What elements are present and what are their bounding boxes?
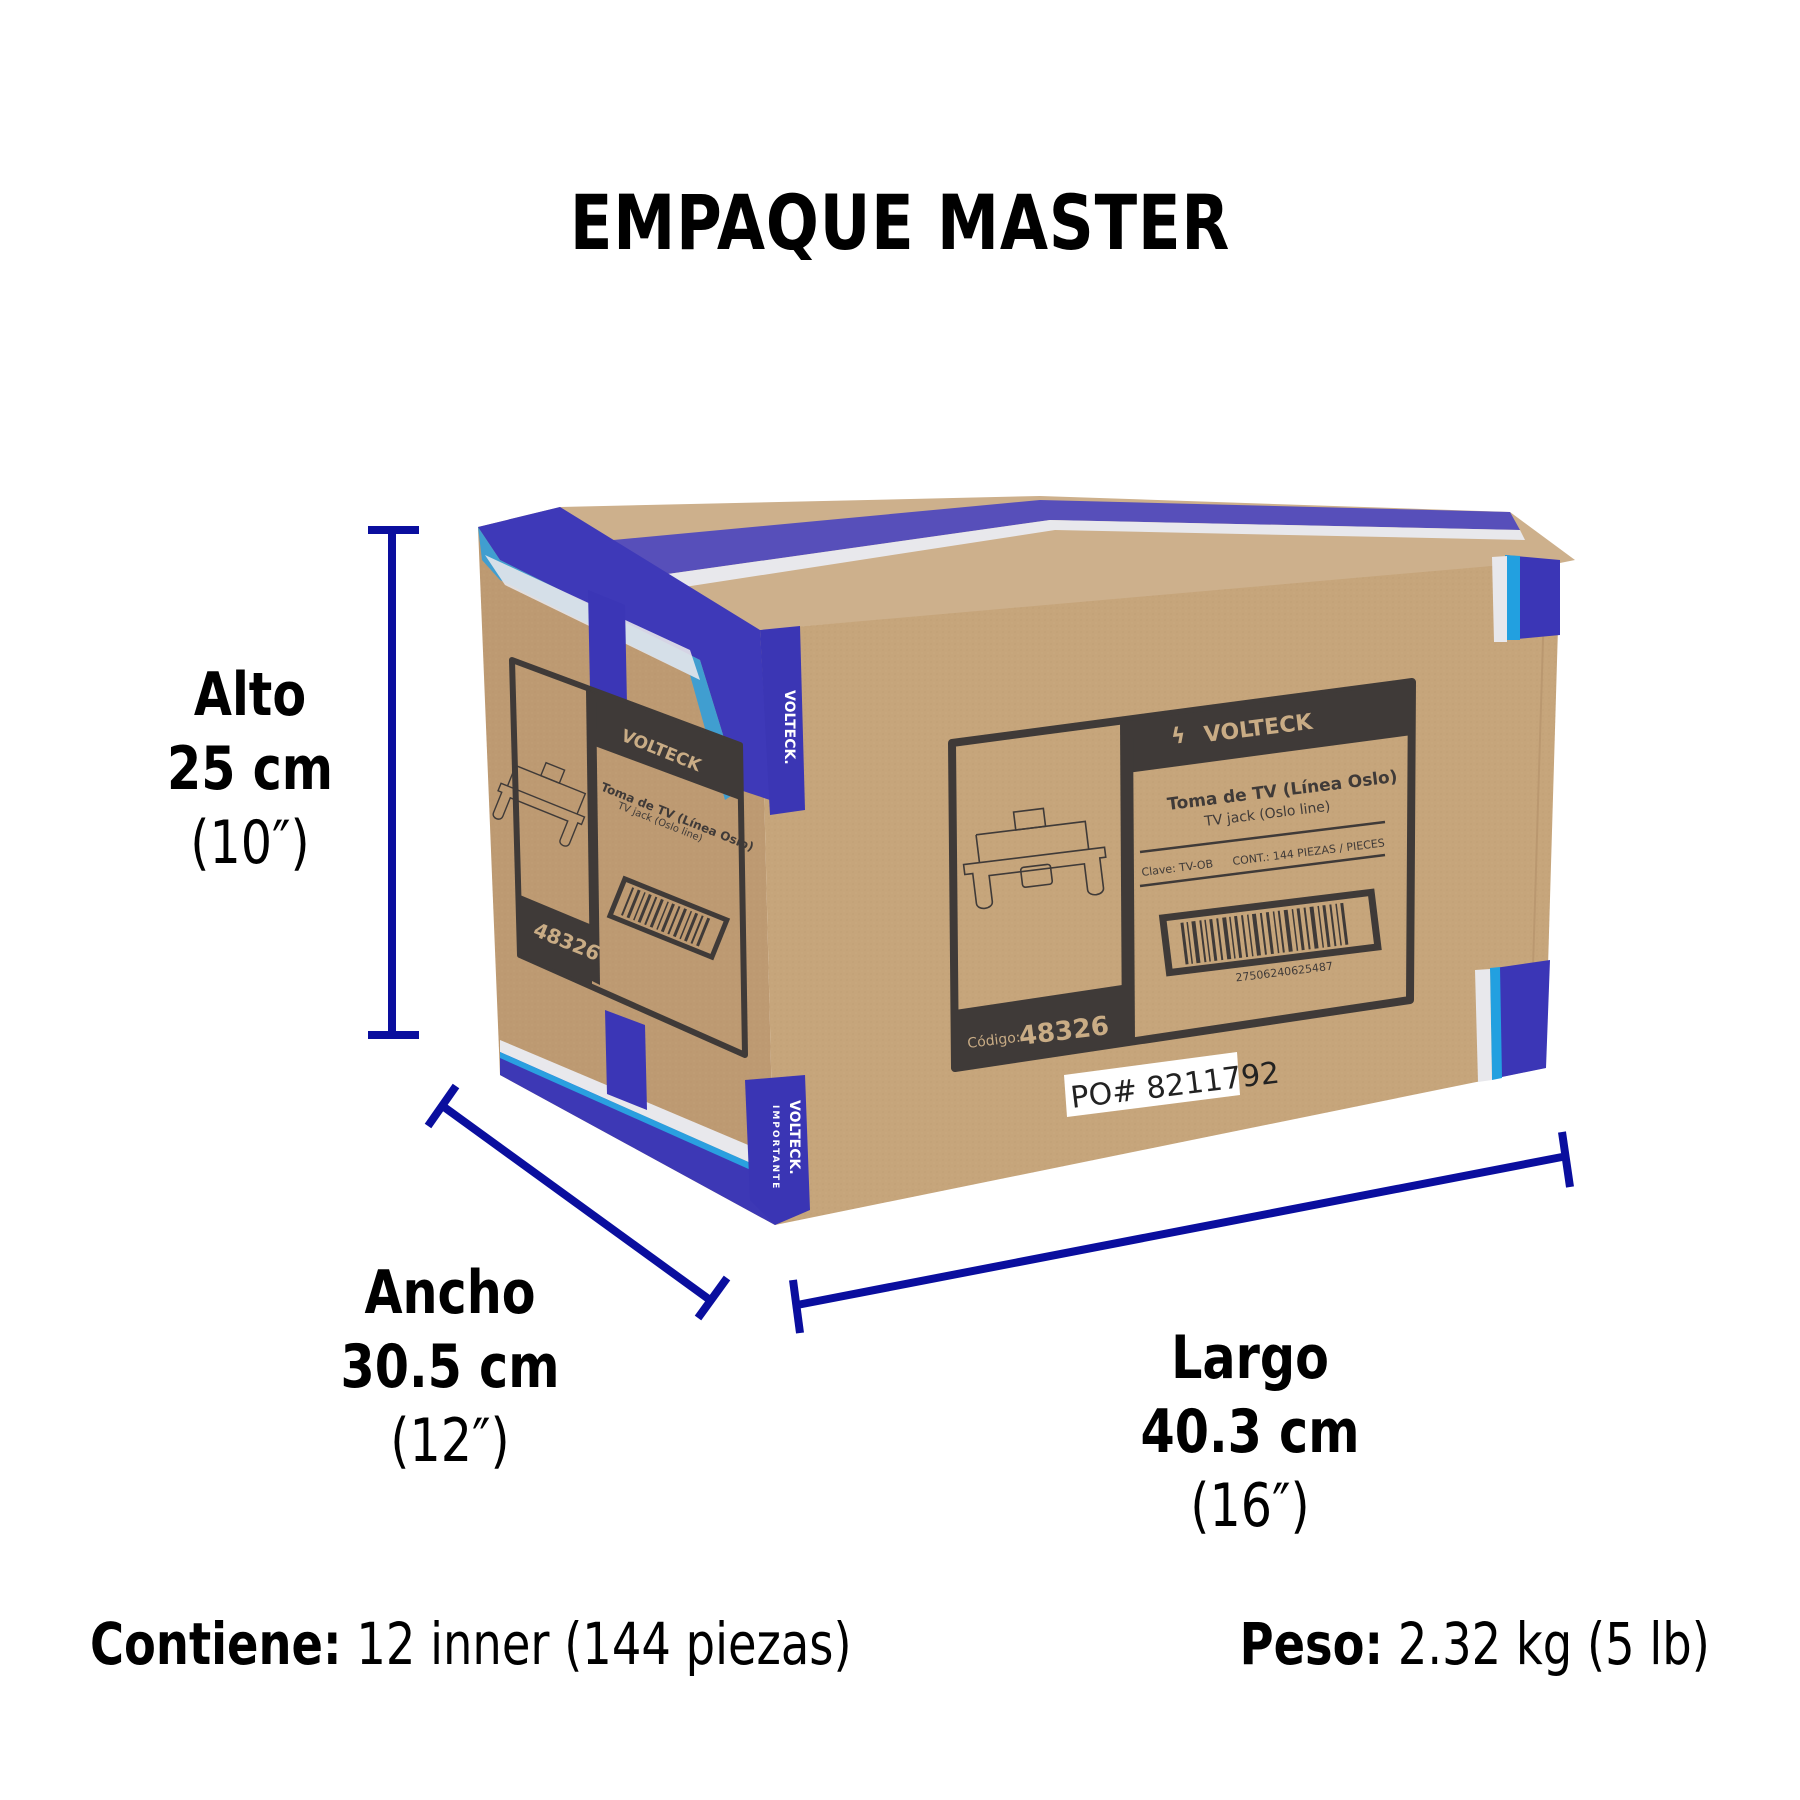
alto-label: Alto 25 cm (10″)	[152, 665, 349, 873]
alto-metric: 25 cm	[166, 734, 334, 804]
largo-name: Largo	[1171, 1323, 1329, 1393]
contents-spec: Contiene: 12 inner (144 piezas)	[90, 1610, 852, 1678]
side-shipping-label: VOLTECK Toma de TV (Línea Oslo) TV jack …	[492, 657, 756, 1058]
tape-bottom-side	[500, 1050, 775, 1225]
largo-imperial: (16″)	[1190, 1471, 1310, 1541]
volteck-logo-icon: ϟ	[1170, 723, 1187, 750]
largo-dimension-line	[789, 1131, 1574, 1334]
ancho-label: Ancho 30.5 cm (12″)	[335, 1263, 565, 1471]
largo-label: Largo 40.3 cm (16″)	[1127, 1328, 1373, 1536]
alto-imperial: (10″)	[190, 808, 310, 878]
tape-corner-top-left	[478, 507, 770, 800]
tape-right-bottom	[1495, 960, 1550, 1078]
tv-jack-drawing-icon	[962, 807, 1107, 910]
tape-side-strip	[588, 590, 627, 705]
page-title: EMPAQUE MASTER	[569, 178, 1231, 267]
tape-importante-text: IMPORTANTE	[770, 1105, 780, 1190]
label-codigo-caption: Código:	[967, 1030, 1022, 1052]
weight-spec: Peso: 2.32 kg (5 lb)	[1240, 1610, 1710, 1678]
tape-brand-text: VOLTECK.	[781, 690, 797, 765]
largo-metric: 40.3 cm	[1140, 1397, 1360, 1467]
weight-value: 2.32 kg (5 lb)	[1383, 1610, 1710, 1678]
alto-name: Alto	[193, 660, 307, 730]
ancho-name: Ancho	[364, 1258, 536, 1328]
ancho-dimension-line	[424, 1083, 731, 1321]
ancho-imperial: (12″)	[390, 1406, 510, 1476]
svg-text:VOLTECK.: VOLTECK.	[786, 1100, 802, 1175]
contents-label: Contiene:	[90, 1610, 342, 1678]
tape-corner-bottom	[745, 1075, 810, 1225]
ancho-metric: 30.5 cm	[340, 1332, 560, 1402]
alto-dimension-line	[368, 526, 419, 1039]
tape-top	[560, 500, 1520, 585]
weight-label: Peso:	[1239, 1610, 1384, 1678]
contents-value: 12 inner (144 piezas)	[341, 1610, 852, 1678]
